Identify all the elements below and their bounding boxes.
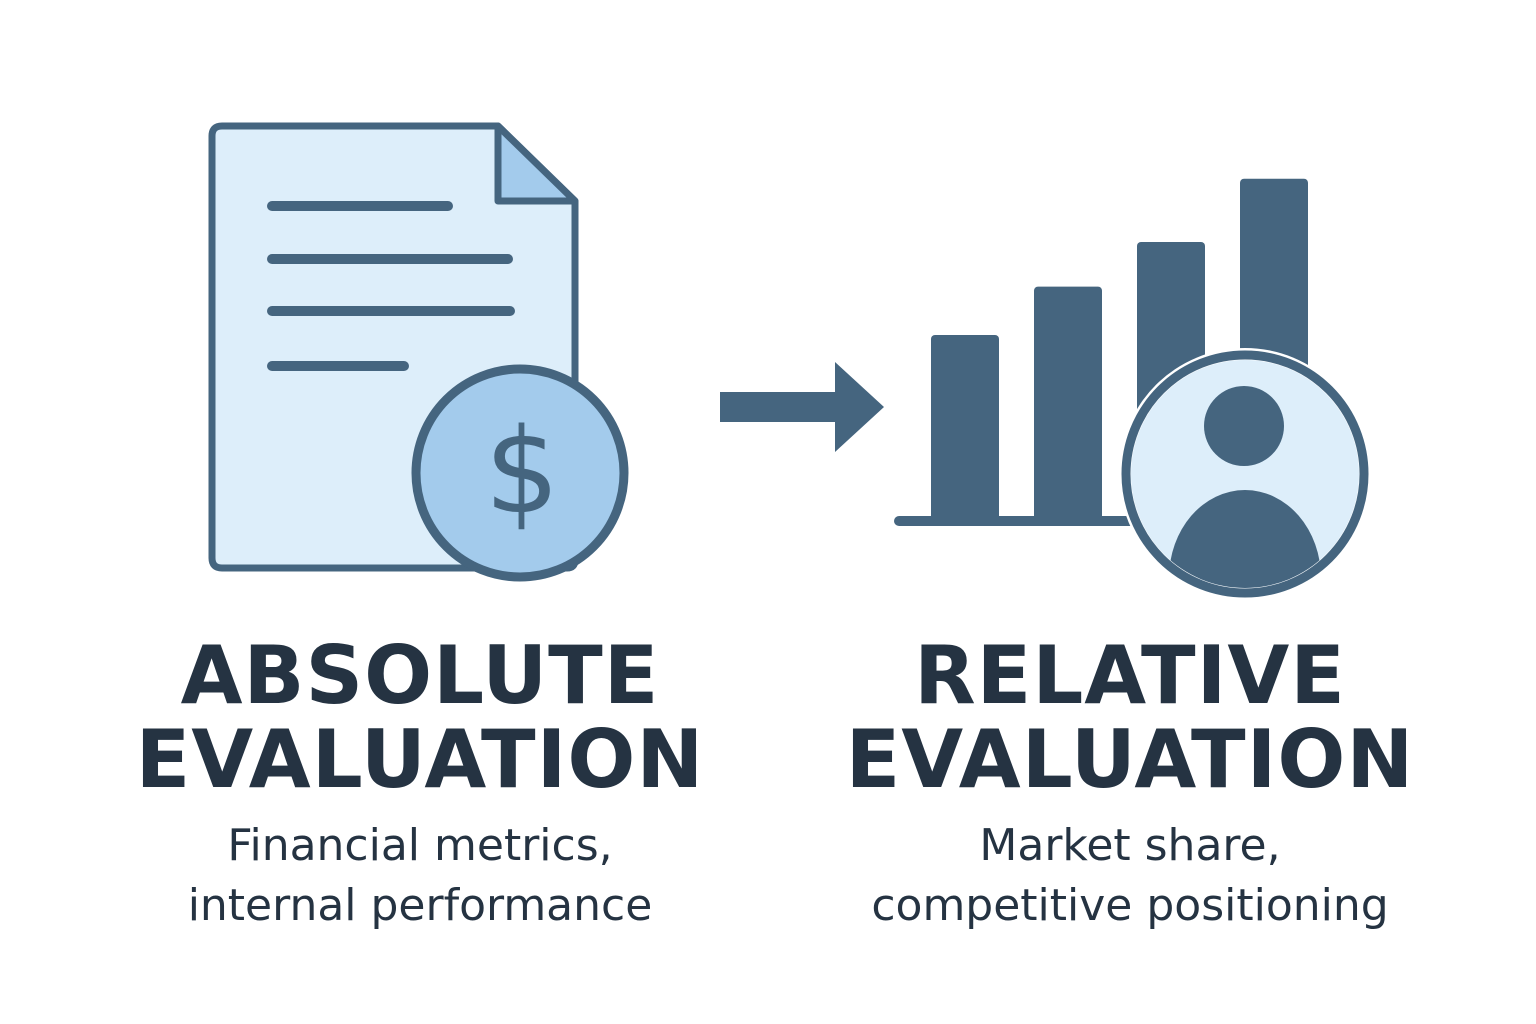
relative-evaluation-caption: Market share, competitive positioning (820, 816, 1440, 936)
chart-baseline (894, 516, 1144, 526)
chart-bar (931, 335, 999, 521)
caption-line: Financial metrics, (227, 820, 613, 871)
caption-line: internal performance (187, 880, 653, 931)
arrow-right-icon (720, 362, 884, 452)
dollar-symbol: $ (484, 402, 559, 540)
chart-bar (1034, 286, 1102, 521)
heading-line: RELATIVE (914, 629, 1346, 722)
caption-line: competitive positioning (871, 880, 1389, 931)
heading-line: EVALUATION (135, 713, 705, 806)
user-avatar-icon (1119, 348, 1371, 600)
dollar-coin-icon: $ (411, 364, 629, 582)
heading-line: ABSOLUTE (180, 629, 660, 722)
heading-line: EVALUATION (845, 713, 1415, 806)
absolute-evaluation-heading: ABSOLUTE EVALUATION (120, 634, 720, 802)
relative-evaluation-heading: RELATIVE EVALUATION (820, 634, 1440, 802)
caption-line: Market share, (979, 820, 1281, 871)
document-fold (494, 122, 579, 205)
avatar-body (1169, 490, 1321, 588)
absolute-evaluation-caption: Financial metrics, internal performance (120, 816, 720, 936)
avatar-head (1204, 386, 1284, 466)
